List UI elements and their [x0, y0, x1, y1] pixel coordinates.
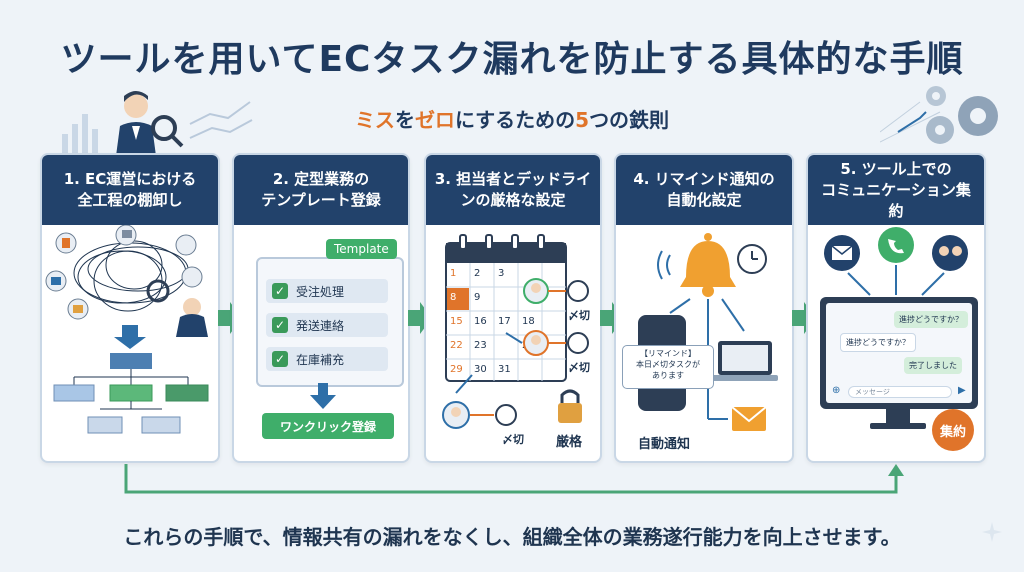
step-card-4: 4. リマインド通知の 自動化設定 【リマインド】 本日〆切タスクが あります … — [614, 153, 794, 463]
auto-notice-label: 自動通知 — [638, 437, 691, 452]
analyst-illustration — [62, 91, 253, 156]
subtitle-part: を — [394, 108, 415, 132]
check-icon: ✓ — [272, 283, 288, 299]
page-title: ツールを用いてECタスク漏れを防止する具体的な手順 — [60, 39, 964, 80]
send-icon[interactable]: ▶ — [958, 385, 966, 396]
monitor-base — [870, 423, 926, 429]
down-arrow-icon — [310, 383, 336, 409]
chat-message: 進捗どうですか？ — [840, 333, 916, 352]
one-click-register-button[interactable]: ワンクリック登録 — [262, 413, 394, 439]
template-item-label: 受注処理 — [296, 284, 345, 299]
aggregate-badge: 集約 — [932, 409, 974, 451]
chat-message: 進捗どうですか？ — [894, 311, 968, 328]
calendar-day: 15 — [450, 316, 463, 327]
step-5-title: 5. ツール上での コミュニケーション集約 — [808, 155, 984, 225]
calendar-day: 22 — [450, 340, 463, 351]
calendar-day: 9 — [474, 292, 480, 303]
deadline-label: 〆切 — [502, 433, 524, 446]
sparkle-icon — [982, 522, 1002, 542]
calendar-day: 17 — [498, 316, 511, 327]
template-item[interactable]: ✓ 発送連絡 — [266, 313, 388, 337]
calendar-day: 16 — [474, 316, 487, 327]
calendar-day: 18 — [522, 316, 535, 327]
calendar-day: 3 — [498, 268, 504, 279]
deadline-label: 〆切 — [568, 361, 590, 374]
step-4-title: 4. リマインド通知の 自動化設定 — [616, 155, 792, 225]
calendar-illustration: 1 2 3 8 9 15 16 17 18 22 23 25 29 30 31 — [442, 234, 589, 429]
process-inventory-illustration — [45, 224, 209, 434]
chat-monitor: 進捗どうですか？ 進捗どうですか？ 完了しました ⊕ メッセージ ▶ — [820, 297, 978, 409]
gears-illustration — [880, 86, 998, 144]
feedback-loop-arrow — [124, 464, 904, 494]
deadline-label: 〆切 — [568, 309, 590, 322]
calendar-day: 31 — [498, 364, 511, 375]
summary-text: これらの手順で、情報共有の漏れをなくし、組織全体の業務遂行能力を向上させます。 — [123, 525, 901, 549]
template-panel: ✓ 受注処理 ✓ 発送連絡 ✓ 在庫補充 — [256, 257, 404, 387]
calendar-day: 30 — [474, 364, 487, 375]
communication-icons — [824, 227, 968, 296]
strict-label: 厳格 — [556, 435, 583, 450]
reminder-text: 【リマインド】 本日〆切タスクが あります — [636, 349, 700, 380]
message-input[interactable]: メッセージ — [848, 386, 952, 398]
step-card-1: 1. EC運営における 全工程の棚卸し — [40, 153, 220, 463]
step-3-title: 3. 担当者とデッドライ ンの厳格な設定 — [426, 155, 600, 225]
step-1-title: 1. EC運営における 全工程の棚卸し — [42, 155, 218, 225]
chat-screen: 進捗どうですか？ 進捗どうですか？ 完了しました ⊕ メッセージ ▶ — [826, 303, 972, 403]
subtitle-highlight-2: ゼロ — [414, 108, 455, 132]
step-2-title: 2. 定型業務の テンプレート登録 — [234, 155, 408, 225]
calendar-day: 2 — [474, 268, 480, 279]
template-item-label: 発送連絡 — [296, 318, 345, 333]
template-item[interactable]: ✓ 在庫補充 — [266, 347, 388, 371]
reminder-message: 【リマインド】 本日〆切タスクが あります — [622, 345, 714, 389]
calendar-day: 1 — [450, 268, 456, 279]
template-item[interactable]: ✓ 受注処理 — [266, 279, 388, 303]
subtitle: ミスをゼロにするための5つの鉄則 — [0, 104, 1024, 133]
subtitle-highlight: ミス — [354, 108, 395, 132]
subtitle-tail: つの鉄則 — [589, 108, 670, 132]
subtitle-part-2: にするための — [454, 108, 576, 132]
subtitle-highlight-3: 5 — [575, 108, 590, 132]
step-card-2: 2. 定型業務の テンプレート登録 ✓ 受注処理 ✓ 発送連絡 ✓ 在庫補充 Temp… — [232, 153, 410, 463]
template-item-label: 在庫補充 — [296, 352, 345, 367]
step-card-5: 5. ツール上での コミュニケーション集約 進捗どうですか？ 進捗どうですか？ … — [806, 153, 986, 463]
calendar-day: 23 — [474, 340, 487, 351]
calendar-day: 29 — [450, 364, 463, 375]
check-icon: ✓ — [272, 317, 288, 333]
template-tag: Template — [326, 239, 397, 259]
calendar-day: 8 — [450, 292, 456, 303]
step-card-3: 3. 担当者とデッドライ ンの厳格な設定 1 2 3 8 9 15 — [424, 153, 602, 463]
chat-message: 完了しました — [904, 357, 962, 374]
add-icon[interactable]: ⊕ — [832, 385, 841, 396]
monitor-stand — [886, 409, 910, 423]
check-icon: ✓ — [272, 351, 288, 367]
notification-illustration — [657, 233, 778, 431]
